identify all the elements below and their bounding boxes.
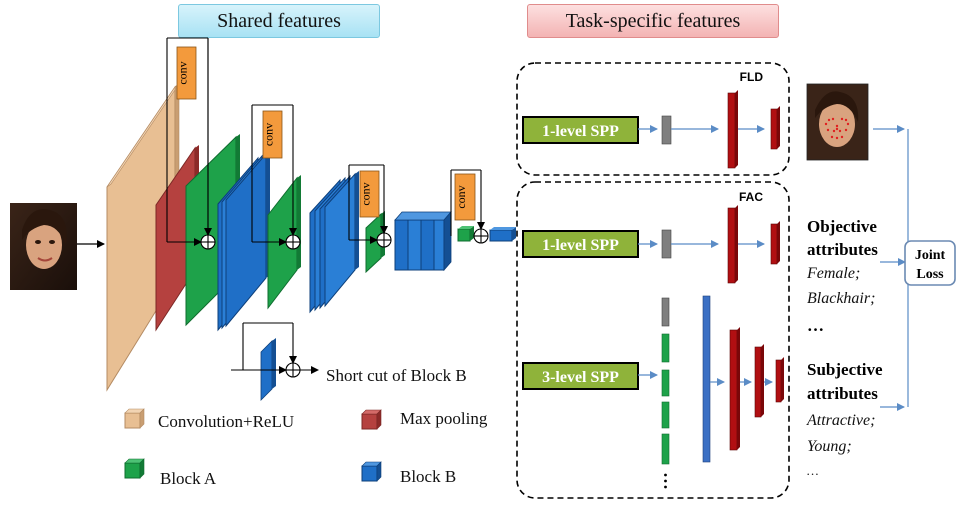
fac-pool-vector — [661, 229, 672, 259]
spp3-pool-vectors — [661, 297, 670, 489]
objective-item-1: Female; — [806, 265, 860, 282]
legend-max-pooling-label: Max pooling — [400, 409, 488, 428]
shared-features-header: Shared features — [178, 4, 380, 38]
subjective-ellipsis: … — [807, 463, 819, 478]
fld-fc-1 — [727, 90, 738, 169]
block-a-4 — [457, 226, 474, 242]
input-face-image — [10, 203, 77, 290]
conv-tag-2: conv — [262, 110, 283, 159]
block-b-4 — [489, 227, 516, 242]
fac-branch-box — [516, 181, 790, 499]
conv-tag-4: conv — [454, 173, 476, 221]
subjective-title-2: attributes — [807, 384, 878, 403]
spp1-fac-label: 1-level SPP — [542, 237, 619, 254]
legend-block-b — [361, 461, 382, 482]
fac-obj-fc-2 — [770, 221, 780, 265]
joint-loss-line1: Joint — [915, 248, 946, 263]
legend-conv-relu — [124, 408, 145, 429]
legend-block-a-label: Block A — [160, 469, 217, 488]
shortcut-block-b-diagram — [231, 322, 319, 401]
fac-label: FAC — [739, 190, 763, 204]
objective-title-2: attributes — [807, 240, 878, 259]
conv-tag-3: conv — [359, 170, 380, 218]
task-features-header: Task-specific features — [527, 4, 779, 38]
legend-block-a — [124, 458, 145, 479]
fld-branch-box — [516, 62, 790, 176]
block-b-1 — [217, 151, 270, 332]
joint-loss-box — [904, 240, 956, 286]
spp3-box — [522, 362, 639, 390]
objective-ellipsis: … — [807, 316, 824, 335]
fld-label: FLD — [740, 70, 764, 84]
conv-tag-1: conv — [176, 46, 197, 100]
fac-obj-fc-1 — [727, 205, 738, 284]
spp1-fld-label: 1-level SPP — [542, 123, 619, 140]
subjective-title-1: Subjective — [807, 360, 883, 379]
fld-fc-2 — [770, 106, 780, 150]
objective-title-1: Objective — [807, 217, 877, 236]
joint-loss-line2: Loss — [916, 267, 944, 282]
task-features-header-text: Task-specific features — [565, 9, 741, 32]
conv-tag-4-label: conv — [454, 185, 468, 208]
skip-path-4 — [450, 169, 489, 244]
skip-path-3 — [348, 164, 392, 248]
block-b-2 — [309, 171, 359, 314]
output-face-landmarks-image — [806, 83, 869, 161]
subjective-item-2: Young; — [807, 438, 852, 455]
conv-tag-1-label: conv — [176, 61, 190, 84]
fld-pool-vector — [661, 115, 672, 145]
conv-tag-2-label: conv — [262, 123, 276, 146]
skip-path-1 — [166, 37, 216, 250]
fac-subj-fc-3 — [775, 357, 784, 403]
legend-block-b-label: Block B — [400, 467, 456, 486]
shortcut-label: Short cut of Block B — [326, 366, 467, 385]
spp3-label: 3-level SPP — [542, 369, 619, 386]
legend-conv-relu-label: Convolution+ReLU — [158, 412, 294, 431]
fac-subj-fc-2 — [754, 344, 764, 418]
shared-features-header-text: Shared features — [217, 9, 341, 32]
legend-max-pooling — [361, 409, 382, 430]
skip-path-2 — [251, 104, 301, 250]
spp3-concat-vector — [702, 295, 711, 463]
objective-item-2: Blackhair; — [807, 290, 875, 307]
spp1-fld-box — [522, 116, 639, 144]
block-b-3 — [394, 210, 452, 272]
subjective-item-1: Attractive; — [806, 412, 875, 429]
conv-tag-3-label: conv — [359, 182, 373, 205]
fac-subj-fc-1 — [729, 327, 740, 451]
